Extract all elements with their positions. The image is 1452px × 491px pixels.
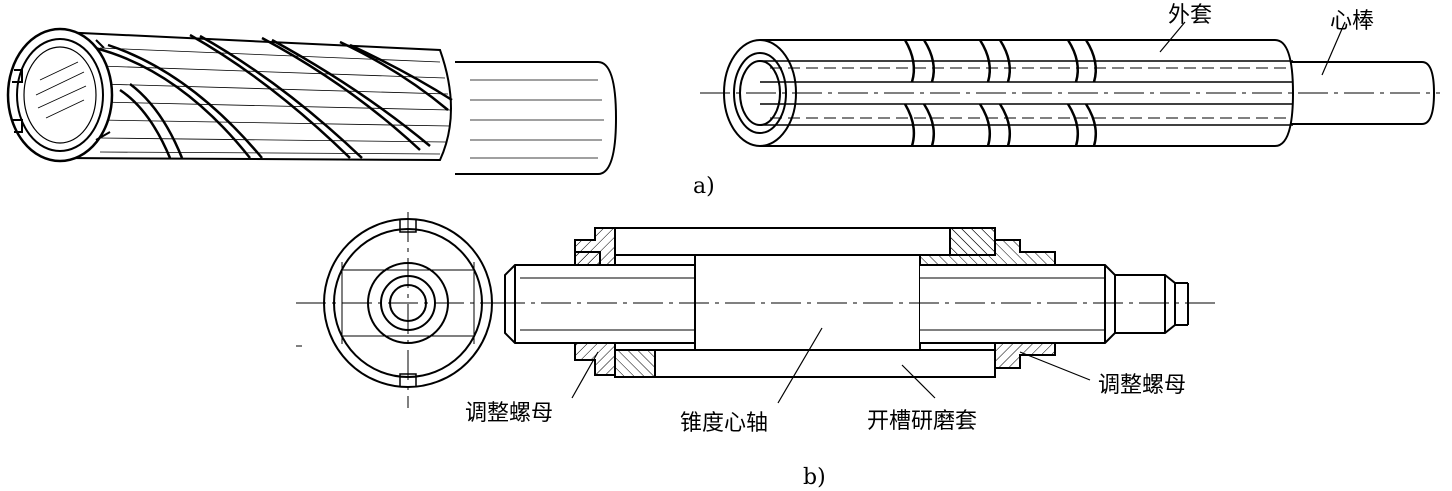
end-view-circle	[296, 212, 500, 408]
caption-b: b)	[803, 465, 826, 490]
caption-a: a)	[693, 174, 715, 199]
sleeve-core-assembly	[700, 21, 1440, 147]
label-taper-mandrel: 锥度心轴	[680, 411, 768, 436]
label-outer-sleeve: 外套	[1168, 3, 1212, 28]
label-slotted-lap: 开槽研磨套	[867, 409, 977, 434]
spiral-lap-perspective	[6, 27, 618, 175]
label-adjust-nut-right: 调整螺母	[1098, 373, 1186, 398]
label-adjust-nut-left: 调整螺母	[465, 401, 553, 426]
section-view	[495, 227, 1215, 404]
label-core-rod: 心棒	[1330, 9, 1374, 34]
